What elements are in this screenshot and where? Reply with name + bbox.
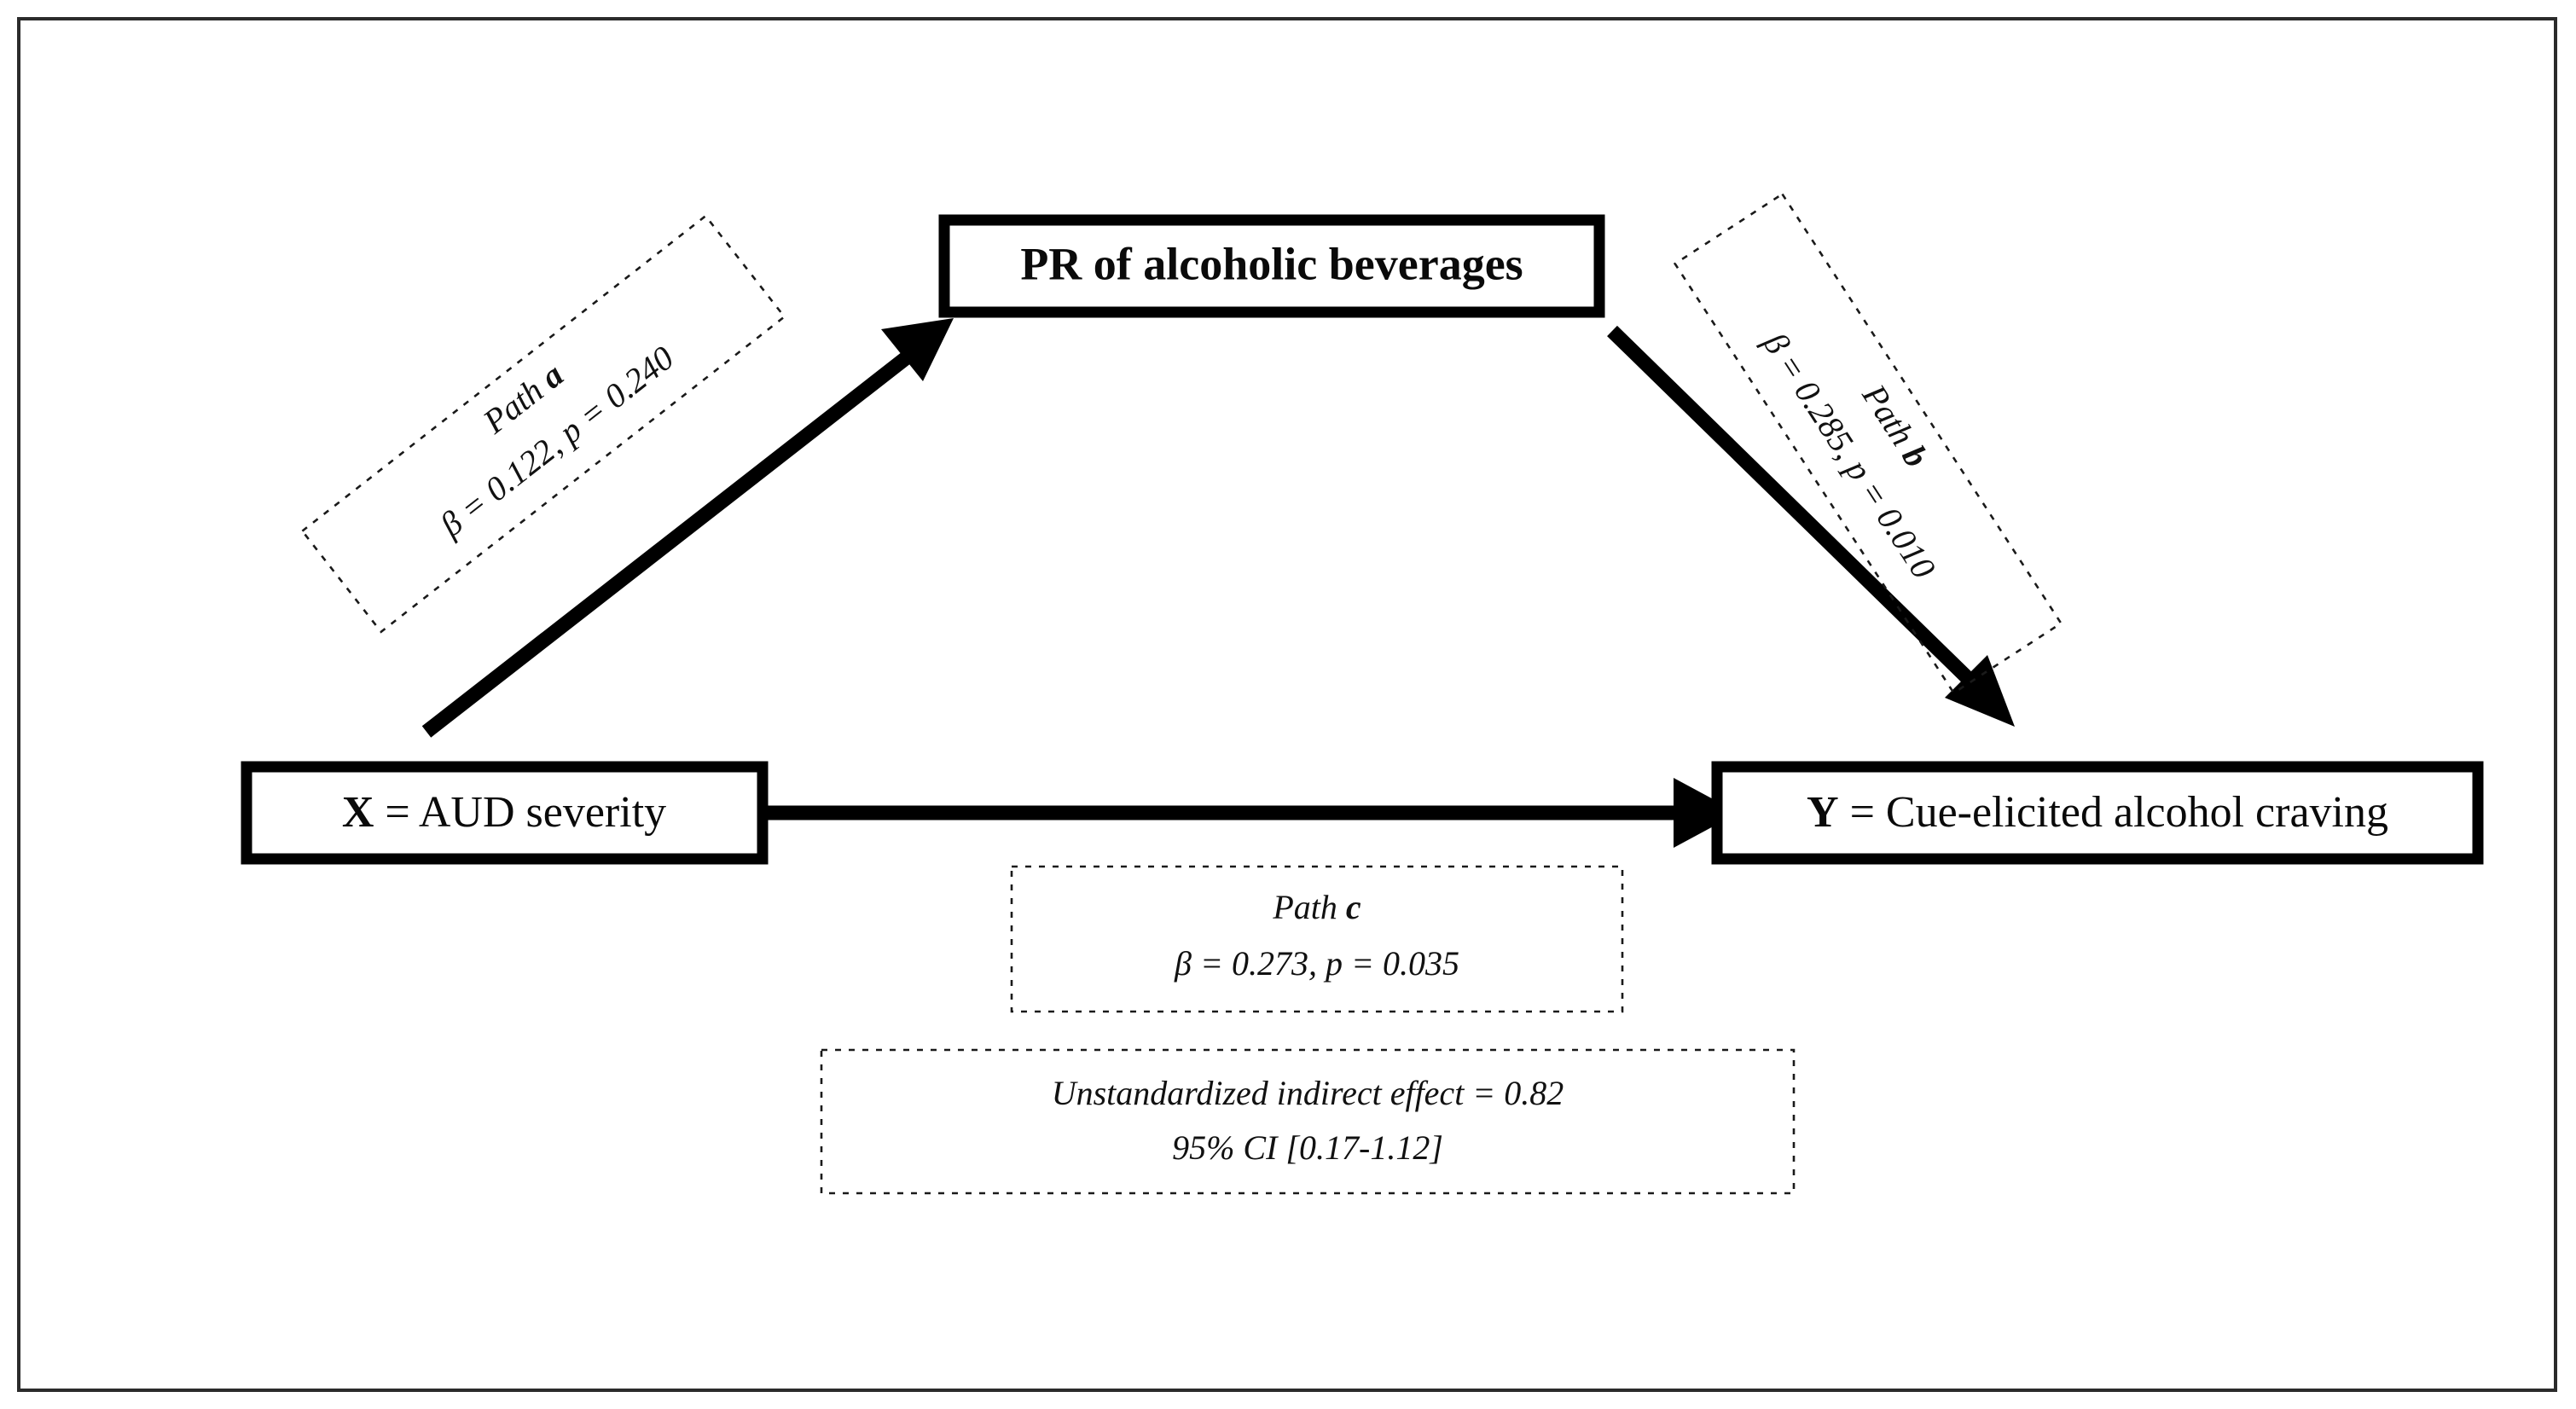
path-c-arrow [759, 778, 1738, 848]
indirect-effect-box [820, 1048, 1796, 1195]
path-a-label-box [300, 214, 786, 634]
indirect-effect-line2: 95% CI [0.17-1.12] [1172, 1128, 1443, 1167]
path-c-arrow-head [1674, 778, 1738, 848]
node-outcome-box [1711, 761, 2484, 865]
node-outcome-label: Y = Cue-elicited alcohol craving [1807, 788, 2388, 837]
path-c-title-letter: c [1346, 888, 1361, 926]
node-predictor-name: AUD severity [419, 788, 666, 837]
path-b-arrow-head [1945, 655, 2015, 727]
path-c-label-box [1010, 865, 1624, 1013]
node-outcome-sep: = [1839, 788, 1886, 837]
path-b-label-box [1673, 192, 2063, 695]
node-outcome[interactable]: Y = Cue-elicited alcohol craving [1711, 761, 2484, 865]
path-c-title-prefix: Path [1272, 888, 1346, 926]
node-mediator[interactable]: PR of alcoholic beverages [938, 214, 1605, 318]
figure-outer-frame [17, 17, 2557, 1392]
path-b-arrow-line [1607, 325, 1984, 695]
node-outcome-var: Y [1807, 788, 1839, 837]
path-a-label-group: Path a β = 0.122, p = 0.240 [300, 214, 786, 634]
path-c-label-group: Path c β = 0.273, p = 0.035 [1010, 865, 1624, 1013]
path-c-title: Path c [1272, 888, 1361, 926]
node-mediator-box [938, 214, 1605, 318]
node-mediator-label: PR of alcoholic beverages [1020, 238, 1523, 289]
node-predictor-var: X [342, 788, 374, 837]
node-outcome-name: Cue-elicited alcohol craving [1886, 788, 2388, 837]
indirect-effect-group: Unstandardized indirect effect = 0.82 95… [820, 1048, 1796, 1195]
node-predictor-box [241, 761, 769, 865]
path-b-arrow [1607, 325, 2015, 727]
path-c-stats: β = 0.273, p = 0.035 [1174, 944, 1459, 983]
node-predictor-sep: = [374, 788, 418, 837]
path-a-arrow [421, 318, 954, 738]
path-a-arrow-head [881, 318, 954, 381]
indirect-effect-line1: Unstandardized indirect effect = 0.82 [1052, 1074, 1564, 1112]
node-predictor[interactable]: X = AUD severity [241, 761, 769, 865]
path-a-arrow-line [421, 345, 920, 738]
node-predictor-label: X = AUD severity [342, 788, 666, 837]
